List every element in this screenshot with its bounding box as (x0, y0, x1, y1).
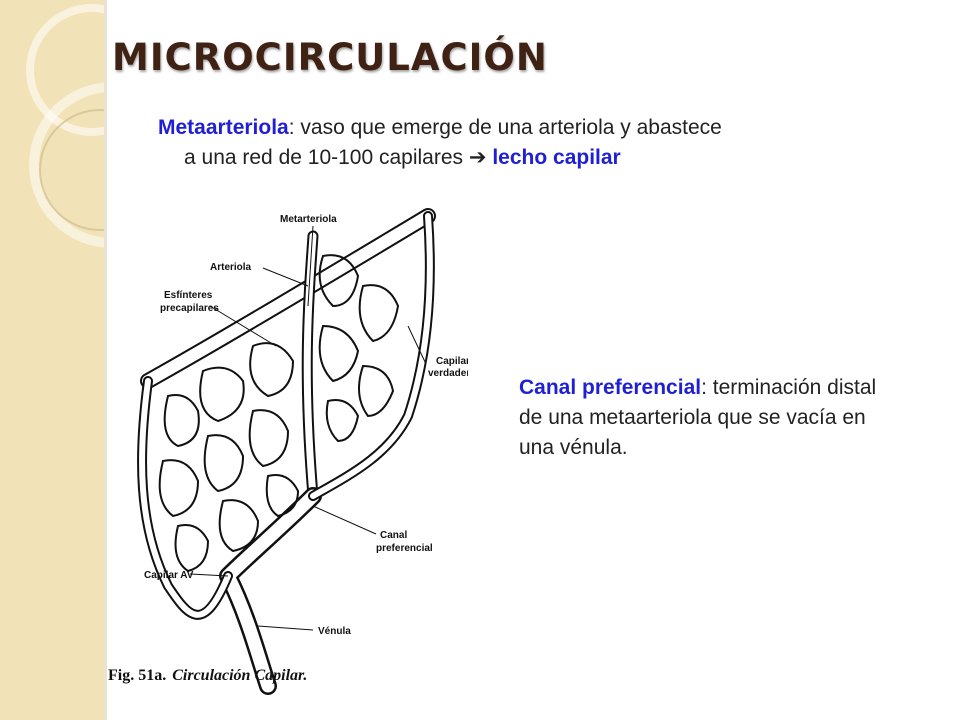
label-esfinteres: Esfínteres (164, 290, 213, 301)
label-capilares: Capilares (436, 356, 468, 367)
decorative-sidebar (0, 0, 106, 720)
right-arrow-icon: ➔ (468, 146, 487, 169)
label-arteriola: Arteriola (210, 262, 252, 273)
label-canal: Canal (380, 530, 407, 541)
capillary-circulation-diagram: Metarteriola Arteriola Esfínteres precap… (108, 208, 468, 695)
canal-preferencial-text: : terminación distal de una metaarteriol… (519, 376, 877, 459)
label-metarteriola: Metarteriola (280, 214, 337, 225)
canal-preferencial-term: Canal preferencial (519, 376, 702, 399)
sidebar-divider (104, 0, 107, 720)
metaarteriola-definition: Metaarteriola: vaso que emerge de una ar… (158, 113, 898, 173)
vessel-network (137, 208, 436, 695)
metaarteriola-term: Metaarteriola (158, 116, 289, 139)
figure-caption: Fig. 51a. Circulación Capilar. (108, 667, 307, 684)
metaarteriola-line2-text: a una red de 10-100 capilares (184, 146, 469, 169)
label-venula: Vénula (318, 626, 351, 637)
sidebar-rings-graphic (26, 4, 106, 248)
slide-title: MICROCIRCULACIÓN (112, 36, 548, 79)
label-verdaderos: verdaderos (428, 368, 468, 379)
figure-caption-prefix: Fig. 51a. (108, 667, 166, 684)
canal-preferencial-definition: Canal preferencial: terminación distal d… (519, 373, 899, 463)
label-capilar-av: Capilar AV (144, 570, 194, 581)
figure-caption-title: Circulación Capilar. (172, 667, 307, 684)
label-precapilares: precapilares (160, 303, 219, 314)
label-leaders (189, 225, 427, 631)
metaarteriola-text: : vaso que emerge de una arteriola y aba… (288, 116, 722, 139)
label-preferencial: preferencial (376, 543, 433, 554)
lecho-capilar-highlight: lecho capilar (492, 146, 621, 169)
metaarteriola-line2: a una red de 10-100 capilares ➔ lecho ca… (158, 143, 898, 173)
capillary-loops (158, 254, 400, 573)
